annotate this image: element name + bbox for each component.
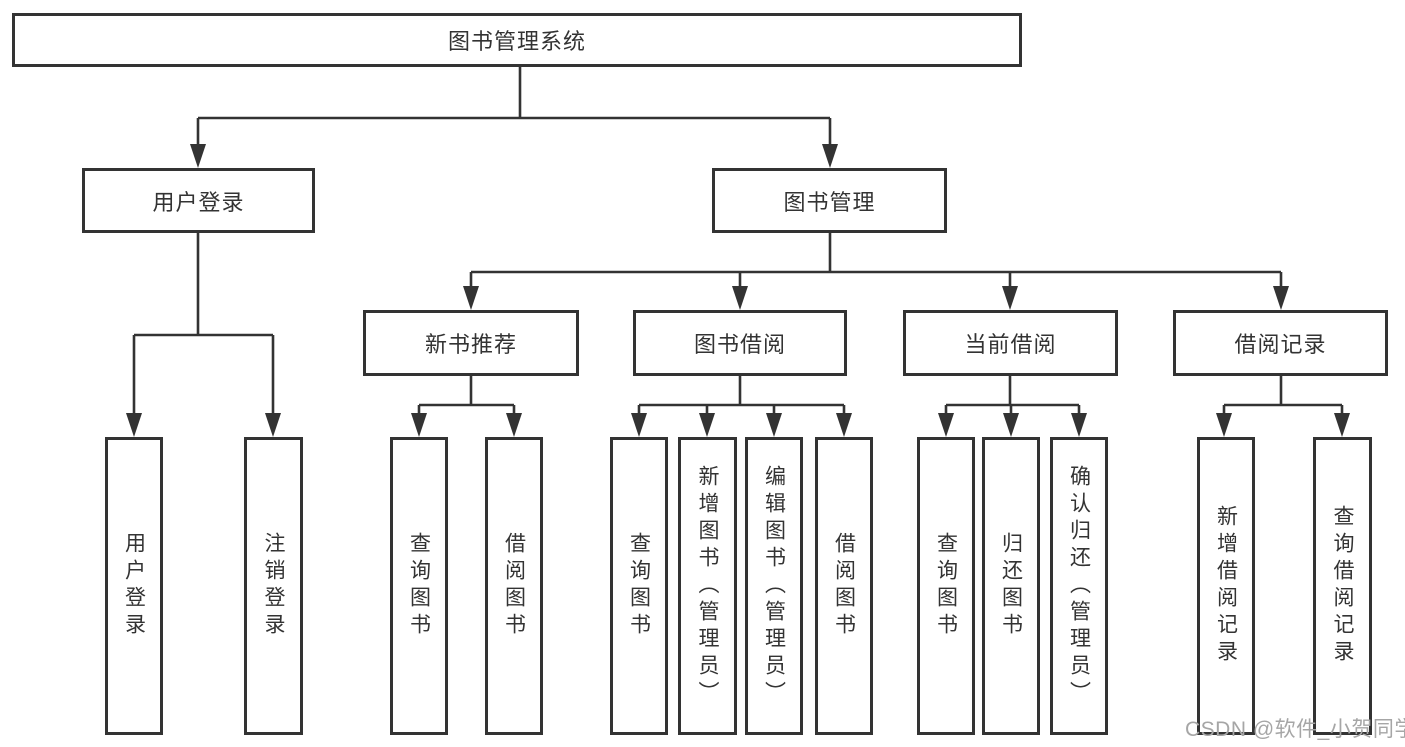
- node-label: 用户登录: [152, 189, 245, 215]
- node-label: 借阅图书: [832, 532, 856, 640]
- node-label: 查询图书: [407, 532, 431, 640]
- node-label: 借阅图书: [502, 532, 526, 640]
- node-leaf-query-borrow-record: 查询借阅记录: [1313, 437, 1372, 735]
- node-label: 用户登录: [122, 532, 146, 640]
- node-leaf-add-borrow-record: 新增借阅记录: [1197, 437, 1255, 735]
- connector-borrow-records-children: [1216, 376, 1350, 437]
- connector-current-borrowing-children: [938, 376, 1087, 437]
- node-leaf-query-books-borrowing: 查询图书: [610, 437, 668, 735]
- node-label: 确认归还（管理员）: [1067, 464, 1091, 708]
- node-leaf-logout: 注销登录: [244, 437, 303, 735]
- node-new-book-recommend: 新书推荐: [363, 310, 579, 376]
- node-book-management: 图书管理: [712, 168, 947, 233]
- node-leaf-query-books-recommend: 查询图书: [390, 437, 448, 735]
- node-label: 新增图书（管理员）: [696, 464, 719, 708]
- connector-root-to-level2: [190, 67, 838, 168]
- node-label: 归还图书: [999, 532, 1023, 640]
- node-leaf-add-books-admin: 新增图书（管理员）: [678, 437, 737, 735]
- connector-new-book-recommend-children: [411, 376, 522, 437]
- node-label: 图书管理系统: [447, 29, 586, 54]
- node-leaf-borrow-books: 借阅图书: [815, 437, 873, 735]
- node-label: 图书借阅: [693, 332, 786, 357]
- node-label: 注销登录: [262, 532, 285, 640]
- csdn-watermark: CSDN @软件_小贺同学: [1185, 718, 1405, 741]
- node-leaf-user-login: 用户登录: [105, 437, 163, 735]
- node-label: 查询图书: [627, 532, 651, 640]
- node-leaf-confirm-return-admin: 确认归还（管理员）: [1050, 437, 1108, 735]
- connector-user-login-children: [126, 233, 281, 437]
- node-leaf-borrow-books-recommend: 借阅图书: [485, 437, 543, 735]
- connector-book-borrowing-children: [631, 376, 852, 437]
- node-label: 新增借阅记录: [1214, 505, 1238, 667]
- node-book-borrowing: 图书借阅: [633, 310, 847, 376]
- node-user-login: 用户登录: [82, 168, 315, 233]
- node-borrow-records: 借阅记录: [1173, 310, 1388, 376]
- node-label: 编辑图书（管理员）: [762, 464, 786, 708]
- node-label: 图书管理: [783, 189, 876, 215]
- node-label: 新书推荐: [424, 332, 517, 357]
- node-library-management-system: 图书管理系统: [12, 13, 1022, 67]
- node-label: 借阅记录: [1234, 332, 1327, 357]
- node-label: 当前借阅: [964, 332, 1057, 357]
- connector-book-management-children: [463, 233, 1289, 310]
- node-current-borrowing: 当前借阅: [903, 310, 1118, 376]
- node-label: 查询图书: [934, 532, 958, 640]
- node-label: 查询借阅记录: [1331, 505, 1354, 667]
- node-leaf-query-books-current: 查询图书: [917, 437, 975, 735]
- node-leaf-edit-books-admin: 编辑图书（管理员）: [745, 437, 803, 735]
- node-leaf-return-books: 归还图书: [982, 437, 1040, 735]
